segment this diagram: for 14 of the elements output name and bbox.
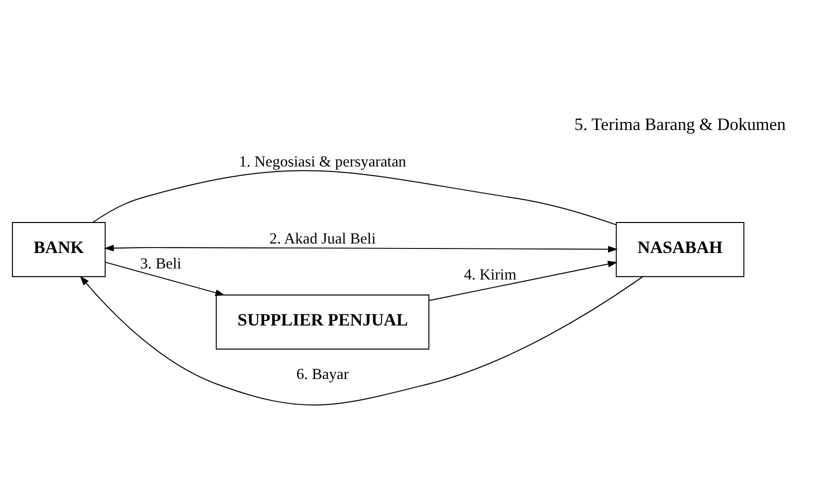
- edge-label: 4. Kirim: [464, 266, 516, 284]
- node-box: BANK: [12, 222, 106, 278]
- arrow: [80, 276, 643, 406]
- edge-label: 1. Negosiasi & persyaratan: [238, 153, 406, 170]
- arrow: [104, 244, 618, 253]
- label: 5. Terima Barang & Dokumen: [574, 115, 786, 134]
- node-box: NASABAH: [616, 222, 744, 278]
- node-box: SUPPLIER PENJUAL: [216, 294, 430, 350]
- arrow: [428, 260, 618, 301]
- arrow: [104, 262, 226, 296]
- connector: [92, 170, 617, 226]
- edge-label: 3. Beli: [140, 256, 182, 273]
- edge-label: 6. Bayar: [296, 366, 349, 383]
- edge-label: 2. Akad Jual Beli: [269, 230, 376, 248]
